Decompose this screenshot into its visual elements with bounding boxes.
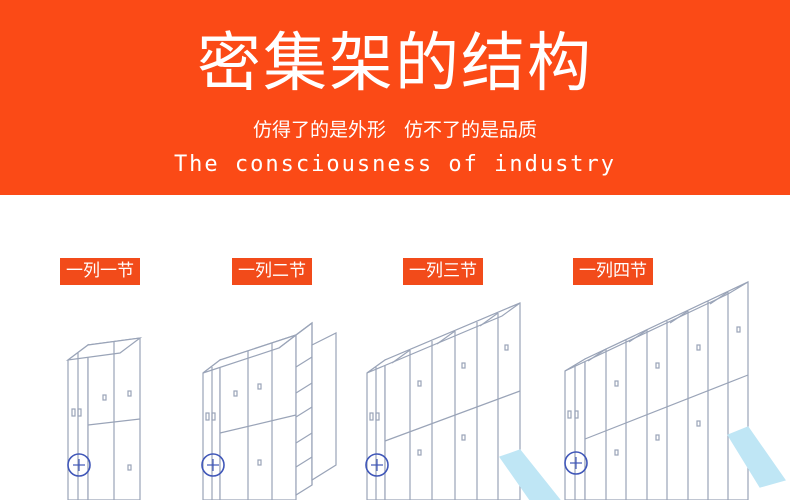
handwheel-icon [67, 453, 91, 477]
label-two-sections: 一列二节 [232, 258, 312, 285]
shelf-drawings [65, 281, 786, 500]
shelf-one-section [65, 337, 143, 500]
handwheel-icon [201, 453, 225, 477]
shelf-four-sections [564, 281, 786, 500]
tagline: The consciousness of industry [173, 152, 617, 177]
subtitle-right: 仿不了的是品质 [404, 119, 538, 141]
shelf-two-sections [201, 321, 337, 500]
page-title: 密集架的结构 [197, 27, 593, 101]
label-one-section: 一列一节 [60, 258, 140, 285]
handwheel-icon [365, 453, 389, 477]
handwheel-icon [564, 451, 588, 475]
floor-rail [499, 449, 561, 500]
shelf-three-sections [365, 302, 561, 500]
shelf-illustrations: 一列一节 一列二节 一列三节 一列四节 [0, 195, 790, 500]
floor-rail [727, 426, 786, 488]
label-three-sections: 一列三节 [403, 258, 483, 285]
header-banner: 密集架的结构 仿得了的是外形仿不了的是品质 The consciousness … [0, 0, 790, 195]
subtitle: 仿得了的是外形仿不了的是品质 [0, 116, 790, 144]
label-four-sections: 一列四节 [573, 258, 653, 285]
subtitle-left: 仿得了的是外形 [252, 119, 386, 141]
